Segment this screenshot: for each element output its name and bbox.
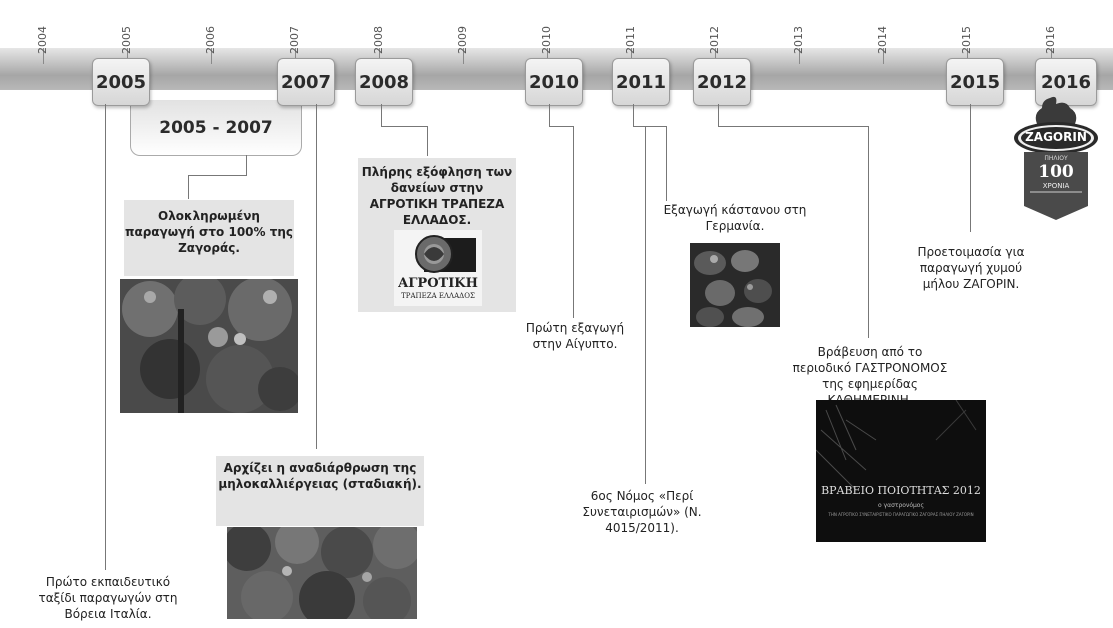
connector-line bbox=[427, 126, 428, 156]
year-label: 2016 bbox=[1044, 26, 1057, 54]
connector-line bbox=[188, 175, 246, 176]
connector-line bbox=[381, 126, 427, 127]
orchard-rows-photo bbox=[227, 527, 417, 619]
milestone-2010: 2010 bbox=[525, 58, 583, 106]
connector-line bbox=[246, 155, 247, 176]
year-label: 2012 bbox=[708, 26, 721, 54]
milestone-2011: 2011 bbox=[612, 58, 670, 106]
milestone-2012: 2012 bbox=[693, 58, 751, 106]
connector-line bbox=[718, 104, 719, 126]
milestone-2005: 2005 bbox=[92, 58, 150, 106]
year-label: 2008 bbox=[372, 26, 385, 54]
connector-line bbox=[573, 126, 574, 318]
badge-years-label: ΧΡΟΝΙΑ bbox=[1042, 182, 1070, 190]
event-zagora-100: Ολοκληρωμένη παραγωγή στο 100% της Ζαγορ… bbox=[124, 200, 294, 276]
connector-line bbox=[970, 104, 971, 232]
award-plaque-line2: ΤΗΝ ΑΓΡΟΤΙΚΟ ΣΥΝΕΤΑΙΡΙΣΤΙΚΟ ΠΑΡΑΓΩΓΙΚΟ Ζ… bbox=[828, 512, 974, 517]
connector-line bbox=[549, 104, 550, 126]
milestone-2015: 2015 bbox=[946, 58, 1004, 106]
award-plaque-line1: ο γαστρονόμος bbox=[877, 502, 924, 509]
year-label: 2011 bbox=[624, 26, 637, 54]
year-label: 2005 bbox=[120, 26, 133, 54]
range-2005-2007: 2005 - 2007 bbox=[130, 100, 302, 156]
year-tick bbox=[1051, 48, 1052, 64]
badge-brand: ZAGORIN bbox=[1025, 130, 1087, 144]
event-restructuring: Αρχίζει η αναδιάρθρωση της μηλοκαλλιέργε… bbox=[216, 456, 424, 526]
connector-line bbox=[549, 126, 573, 127]
year-label: 2006 bbox=[204, 26, 217, 54]
year-tick bbox=[883, 48, 884, 64]
zagorin-100-badge: ZAGORIN ΠΗΛΙΟΥ 100 ΧΡΟΝΙΑ bbox=[1010, 96, 1102, 222]
year-label: 2004 bbox=[36, 26, 49, 54]
connector-line bbox=[868, 126, 869, 338]
connector-line bbox=[666, 126, 667, 201]
year-tick bbox=[127, 48, 128, 64]
award-plaque: ΒΡΑΒΕΙΟ ΠΟΙΟΤΗΤΑΣ 2012 ο γαστρονόμος ΤΗΝ… bbox=[816, 400, 986, 542]
event-germany: Εξαγωγή κάστανου στη Γερμανία. bbox=[663, 203, 807, 233]
connector-line bbox=[105, 104, 106, 570]
orchard-photo bbox=[120, 279, 298, 413]
event-award: Βράβευση από το περιοδικό ΓΑΣΤΡΟΝΟΜΟΣ τη… bbox=[792, 345, 948, 407]
loans-text: Πλήρης εξόφληση των δανείων στην ΑΓΡΟΤΙΚ… bbox=[361, 165, 513, 227]
connector-line bbox=[188, 175, 189, 199]
event-juice: Προετοιμασία για παραγωγή χυμού μήλου ΖΑ… bbox=[917, 245, 1025, 291]
chestnut-photo bbox=[690, 243, 780, 327]
year-tick bbox=[211, 48, 212, 64]
milestone-2008: 2008 bbox=[355, 58, 413, 106]
connector-line bbox=[645, 126, 646, 484]
badge-sub: ΠΗΛΙΟΥ bbox=[1044, 155, 1068, 162]
year-tick bbox=[967, 48, 968, 64]
year-tick bbox=[43, 48, 44, 64]
connector-line bbox=[316, 104, 317, 449]
milestone-2007: 2007 bbox=[277, 58, 335, 106]
event-loans: Πλήρης εξόφληση των δανείων στην ΑΓΡΟΤΙΚ… bbox=[358, 158, 516, 312]
bank-logo-name: ΑΓΡΟΤΙΚΗ bbox=[398, 276, 478, 291]
year-tick bbox=[463, 48, 464, 64]
connector-line bbox=[633, 104, 634, 126]
event-egypt: Πρώτη εξαγωγή στην Αίγυπτο. bbox=[525, 321, 625, 351]
badge-years: 100 bbox=[1038, 162, 1074, 182]
year-tick bbox=[715, 48, 716, 64]
year-label: 2010 bbox=[540, 26, 553, 54]
year-tick bbox=[379, 48, 380, 64]
year-tick bbox=[631, 48, 632, 64]
year-label: 2013 bbox=[792, 26, 805, 54]
connector-line bbox=[633, 126, 666, 127]
bank-logo: ΑΓΡΟΤΙΚΗ ΤΡΑΠΕΖΑ ΕΛΛΑΔΟΣ bbox=[394, 230, 482, 306]
event-law: 6ος Νόμος «Περί Συνεταιρισμών» (Ν. 4015/… bbox=[582, 489, 702, 535]
year-label: 2009 bbox=[456, 26, 469, 54]
year-label: 2015 bbox=[960, 26, 973, 54]
year-label: 2007 bbox=[288, 26, 301, 54]
year-label: 2014 bbox=[876, 26, 889, 54]
connector-line bbox=[381, 104, 382, 126]
award-plaque-title: ΒΡΑΒΕΙΟ ΠΟΙΟΤΗΤΑΣ 2012 bbox=[821, 484, 981, 497]
year-tick bbox=[295, 48, 296, 64]
connector-line bbox=[718, 126, 868, 127]
event-italy-trip: Πρώτο εκπαιδευτικό ταξίδι παραγωγών στη … bbox=[38, 575, 178, 621]
year-tick bbox=[799, 48, 800, 64]
bank-logo-sub: ΤΡΑΠΕΖΑ ΕΛΛΑΔΟΣ bbox=[401, 292, 475, 300]
year-tick bbox=[547, 48, 548, 64]
